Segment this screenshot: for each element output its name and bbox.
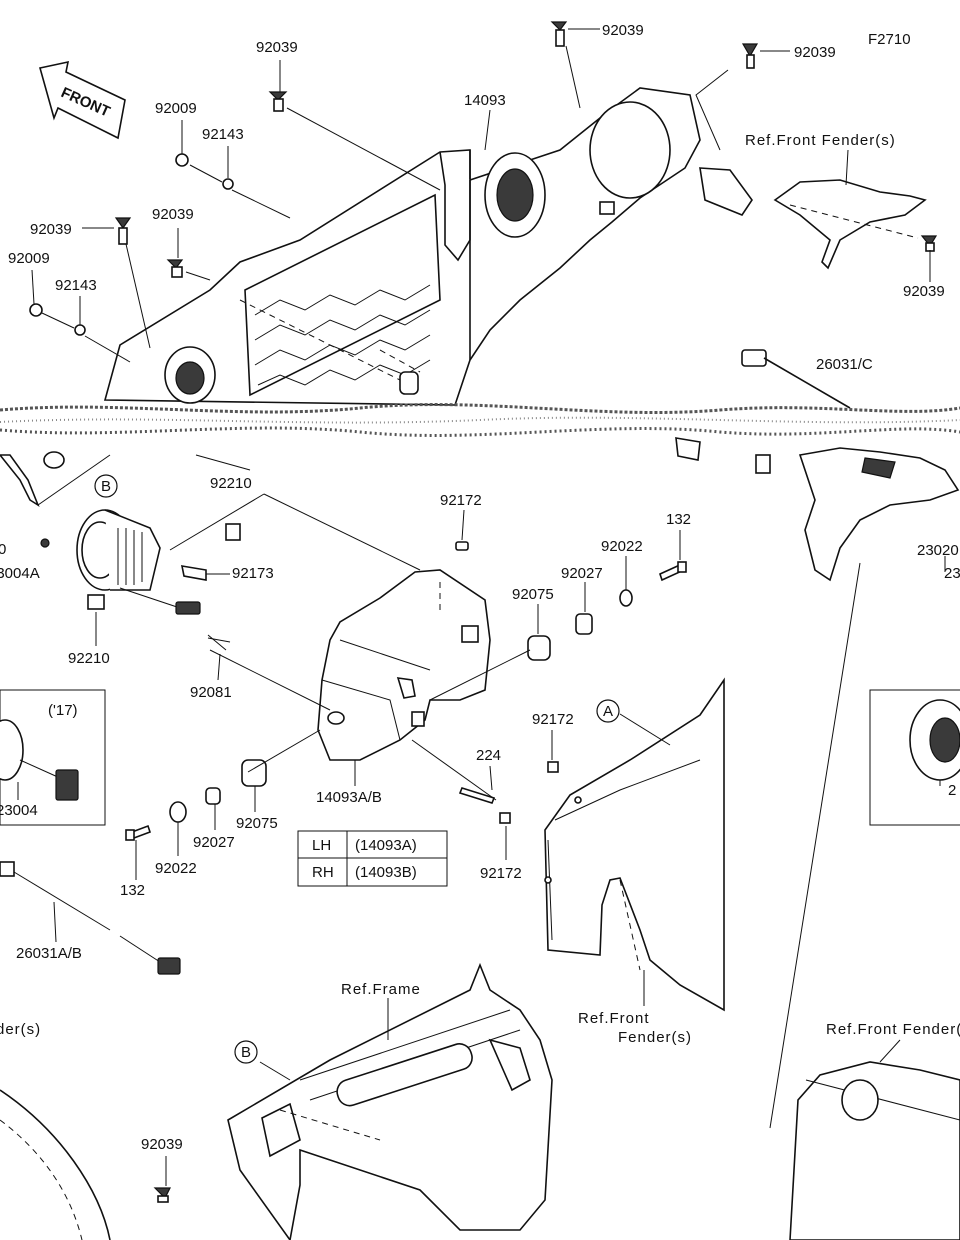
part-label: 92039 xyxy=(602,22,644,39)
callout-a-label: A xyxy=(603,703,613,720)
part-label: Ref.Front Fender(s) xyxy=(745,132,896,149)
figure-code-label: F2710 xyxy=(868,31,911,48)
part-label: 92022 xyxy=(601,538,643,555)
part-label: 0 xyxy=(0,541,6,558)
part-label: 92027 xyxy=(193,834,235,851)
part-label: 92039 xyxy=(152,206,194,223)
leader-lines-top xyxy=(31,28,931,363)
part-number-labels: 92039 92039 92039 14093 92009 92143 9203… xyxy=(0,22,960,1153)
table-side-rh: RH xyxy=(312,864,334,881)
part-label: 132 xyxy=(666,511,691,528)
inset-right-box xyxy=(869,689,960,826)
front-fender-fragment-mid xyxy=(675,437,960,1129)
front-grille-panel xyxy=(103,87,701,406)
callout-b-mid-label: B xyxy=(101,478,111,495)
inset-2017-box xyxy=(0,689,106,826)
part-label: 92009 xyxy=(8,250,50,267)
part-label: 132 xyxy=(120,882,145,899)
part-label: 92210 xyxy=(210,475,252,492)
part-label: 26031/C xyxy=(816,356,873,373)
part-label: 92039 xyxy=(141,1136,183,1153)
leader-lines-mid xyxy=(95,493,681,880)
part-label: 92143 xyxy=(202,126,244,143)
fasteners-mid xyxy=(125,541,687,841)
view-break-line xyxy=(0,403,960,437)
part-label: 92039 xyxy=(256,39,298,56)
callout-b-mid: B xyxy=(94,474,118,498)
callout-b-bottom-label: B xyxy=(241,1044,251,1061)
fastener-clips-top xyxy=(29,21,938,409)
part-label: 92027 xyxy=(561,565,603,582)
table-part-rh: (14093B) xyxy=(355,864,417,881)
part-label: 14093A/B xyxy=(316,789,382,806)
part-label: 92143 xyxy=(55,277,97,294)
callout-a: A xyxy=(596,699,620,723)
part-label: 2 xyxy=(948,782,956,799)
part-label: 92039 xyxy=(794,44,836,61)
part-label: 23004A xyxy=(0,565,40,582)
left-fragments xyxy=(0,451,251,507)
part-label: 23004 xyxy=(0,802,38,819)
part-label: 92075 xyxy=(512,586,554,603)
frame-assembly xyxy=(227,962,553,1240)
table-part-lh: (14093A) xyxy=(355,837,417,854)
part-label: 92172 xyxy=(532,711,574,728)
part-label: 92173 xyxy=(232,565,274,582)
part-label: 92022 xyxy=(155,860,197,877)
callout-b-bottom: B xyxy=(234,1040,258,1064)
part-label: Ref.Front Fender(s) xyxy=(826,1021,960,1038)
part-label: Ref.Front xyxy=(578,1010,650,1027)
side-table: LH (14093A) RH (14093B) xyxy=(297,830,448,887)
figure-code: F2710 xyxy=(868,31,911,48)
part-label: 224 xyxy=(476,747,501,764)
part-label: 23 xyxy=(944,565,960,582)
wire-harness xyxy=(0,861,181,975)
part-label: 92009 xyxy=(155,100,197,117)
part-label: 92081 xyxy=(190,684,232,701)
fender-arc-bottom-left xyxy=(0,1089,171,1240)
part-label: Fender(s) xyxy=(618,1029,692,1046)
part-label: 92172 xyxy=(440,492,482,509)
front-direction-arrow: FRONT xyxy=(39,60,126,140)
part-label: 23020 xyxy=(917,542,959,559)
part-label: 14093 xyxy=(464,92,506,109)
front-fender-shell xyxy=(544,677,725,1012)
front-fender-fragment-top xyxy=(699,167,927,270)
front-fender-fragment-bottom xyxy=(789,1039,960,1240)
part-label: 92039 xyxy=(903,283,945,300)
table-side-lh: LH xyxy=(312,837,331,854)
part-label: der(s) xyxy=(0,1021,41,1038)
part-label: 92210 xyxy=(68,650,110,667)
part-label: 92075 xyxy=(236,815,278,832)
part-label: 92039 xyxy=(30,221,72,238)
part-label: 26031A/B xyxy=(16,945,82,962)
headlight-bracket xyxy=(317,569,491,761)
headlight-assembly xyxy=(40,509,241,651)
part-label: Ref.Frame xyxy=(341,981,421,998)
part-label: ('17) xyxy=(48,702,78,719)
part-label: 92172 xyxy=(480,865,522,882)
